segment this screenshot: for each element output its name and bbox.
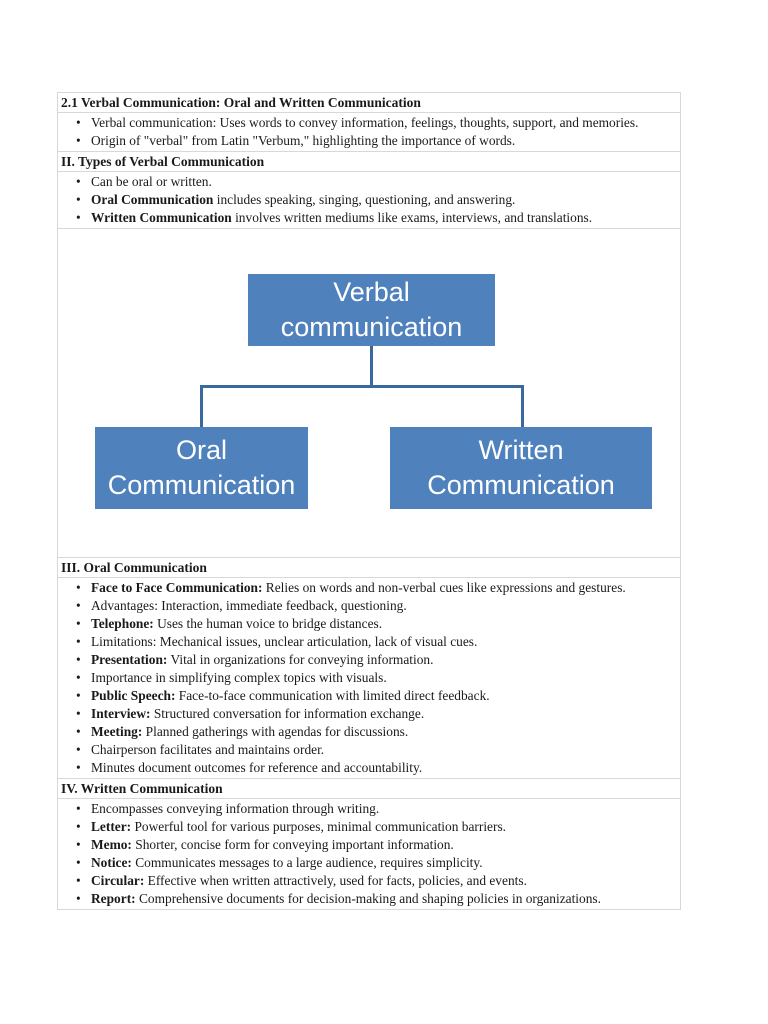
- bullet-text: Shorter, concise form for conveying impo…: [131, 837, 454, 852]
- bullet-item: Oral Communication includes speaking, si…: [58, 191, 680, 209]
- bullet-bold-text: Notice:: [91, 855, 132, 870]
- bullet-list-verbal-communication: Verbal communication: Uses words to conv…: [58, 113, 680, 152]
- bullet-list-types: Can be oral or written. Oral Communicati…: [58, 172, 680, 229]
- bullet-text: Powerful tool for various purposes, mini…: [131, 819, 506, 834]
- bullet-text: Face-to-face communication with limited …: [175, 688, 490, 703]
- bullet-text: Origin of "verbal" from Latin "Verbum," …: [91, 133, 516, 148]
- bullet-text: Limitations: Mechanical issues, unclear …: [91, 634, 478, 649]
- bullet-item: Face to Face Communication: Relies on wo…: [58, 579, 680, 597]
- node-label: Oral Communication: [107, 435, 296, 500]
- bullet-list-written: Encompasses conveying information throug…: [58, 799, 680, 909]
- bullet-bold-text: Letter:: [91, 819, 132, 834]
- bullet-item: Presentation: Vital in organizations for…: [58, 651, 680, 669]
- bullet-text: Importance in simplifying complex topics…: [91, 670, 387, 685]
- section-title: III. Oral Communication: [61, 560, 207, 575]
- bullet-bold-text: Memo:: [91, 837, 132, 852]
- section-header-oral: III. Oral Communication: [58, 558, 680, 578]
- bullet-text: Minutes document outcomes for reference …: [91, 760, 423, 775]
- bullet-item: Advantages: Interaction, immediate feedb…: [58, 597, 680, 615]
- bullet-item: Encompasses conveying information throug…: [58, 800, 680, 818]
- bullet-text: Relies on words and non-verbal cues like…: [262, 580, 626, 595]
- bullet-item: Verbal communication: Uses words to conv…: [58, 114, 680, 132]
- connector-right-drop-line: [521, 385, 524, 428]
- bullet-text: Chairperson facilitates and maintains or…: [91, 742, 325, 757]
- bullet-item: Can be oral or written.: [58, 173, 680, 191]
- bullet-item: Importance in simplifying complex topics…: [58, 669, 680, 687]
- bullet-bold-text: Presentation:: [91, 652, 168, 667]
- bullet-bold-text: Public Speech:: [91, 688, 176, 703]
- bullet-item: Circular: Effective when written attract…: [58, 872, 680, 890]
- bullet-item: Minutes document outcomes for reference …: [58, 759, 680, 777]
- org-chart-node-oral: Oral Communication: [95, 427, 308, 509]
- org-chart: Verbal communication Oral Communication …: [58, 229, 680, 558]
- bullet-text: involves written mediums like exams, int…: [231, 210, 593, 225]
- bullet-bold-text: Telephone:: [91, 616, 154, 631]
- bullet-text: Advantages: Interaction, immediate feedb…: [91, 598, 407, 613]
- bullet-text: includes speaking, singing, questioning,…: [213, 192, 516, 207]
- bullet-item: Public Speech: Face-to-face communicatio…: [58, 687, 680, 705]
- bullet-bold-text: Interview:: [91, 706, 151, 721]
- bullet-item: Written Communication involves written m…: [58, 209, 680, 227]
- section-header-types: II. Types of Verbal Communication: [58, 152, 680, 172]
- bullet-text: Verbal communication: Uses words to conv…: [91, 115, 639, 130]
- connector-stem-line: [370, 346, 373, 386]
- bullet-item: Meeting: Planned gatherings with agendas…: [58, 723, 680, 741]
- bullet-bold-text: Written Communication: [91, 210, 232, 225]
- section-title: 2.1 Verbal Communication: Oral and Writt…: [61, 95, 421, 110]
- bullet-bold-text: Meeting:: [91, 724, 143, 739]
- node-label: Written Communication: [427, 435, 615, 500]
- section-title: II. Types of Verbal Communication: [61, 154, 265, 169]
- section-header-written: IV. Written Communication: [58, 779, 680, 799]
- bullet-item: Origin of "verbal" from Latin "Verbum," …: [58, 132, 680, 150]
- bullet-text: Effective when written attractively, use…: [144, 873, 527, 888]
- bullet-bold-text: Oral Communication: [91, 192, 214, 207]
- bullet-item: Report: Comprehensive documents for deci…: [58, 890, 680, 908]
- section-header-verbal-communication: 2.1 Verbal Communication: Oral and Writt…: [58, 93, 680, 113]
- bullet-text: Communicates messages to a large audienc…: [131, 855, 483, 870]
- bullet-text: Encompasses conveying information throug…: [91, 801, 380, 816]
- bullet-item: Memo: Shorter, concise form for conveyin…: [58, 836, 680, 854]
- bullet-text: Comprehensive documents for decision-mak…: [135, 891, 601, 906]
- bullet-item: Telephone: Uses the human voice to bridg…: [58, 615, 680, 633]
- bullet-item: Interview: Structured conversation for i…: [58, 705, 680, 723]
- bullet-item: Letter: Powerful tool for various purpos…: [58, 818, 680, 836]
- bullet-item: Limitations: Mechanical issues, unclear …: [58, 633, 680, 651]
- node-label: Verbal communication: [280, 277, 463, 342]
- bullet-text: Uses the human voice to bridge distances…: [153, 616, 383, 631]
- bullet-text: Vital in organizations for conveying inf…: [167, 652, 434, 667]
- section-title: IV. Written Communication: [61, 781, 223, 796]
- bullet-text: Can be oral or written.: [91, 174, 212, 189]
- bullet-text: Planned gatherings with agendas for disc…: [142, 724, 409, 739]
- org-chart-root-node: Verbal communication: [248, 274, 495, 346]
- bullet-item: Chairperson facilitates and maintains or…: [58, 741, 680, 759]
- bullet-item: Notice: Communicates messages to a large…: [58, 854, 680, 872]
- bullet-bold-text: Report:: [91, 891, 136, 906]
- bullet-list-oral: Face to Face Communication: Relies on wo…: [58, 578, 680, 779]
- org-chart-node-written: Written Communication: [390, 427, 652, 509]
- connector-left-drop-line: [200, 385, 203, 428]
- bullet-text: Structured conversation for information …: [150, 706, 425, 721]
- connector-crossbar-line: [200, 385, 524, 388]
- bullet-bold-text: Circular:: [91, 873, 145, 888]
- page[interactable]: 2.1 Verbal Communication: Oral and Writt…: [57, 92, 681, 910]
- bullet-bold-text: Face to Face Communication:: [91, 580, 263, 595]
